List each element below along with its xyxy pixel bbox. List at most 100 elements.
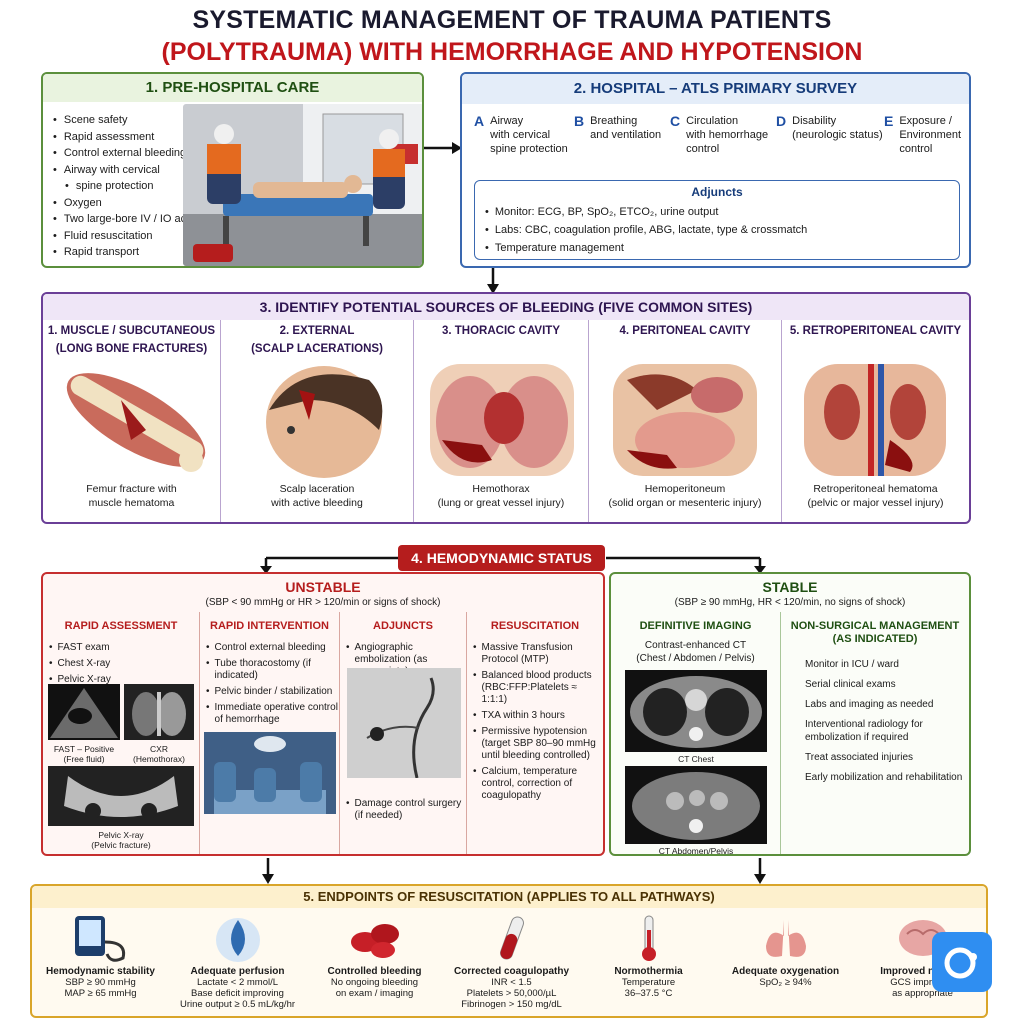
red-blood-cells-icon bbox=[350, 924, 399, 958]
ct-chest-image bbox=[625, 670, 767, 752]
list-item: Chest X-ray bbox=[49, 658, 199, 670]
caption-line: (Hemothorax) bbox=[133, 754, 185, 764]
endpoint-detail: Platelets > 50,000/µL bbox=[466, 988, 557, 999]
column-title: ADJUNCTS bbox=[373, 620, 433, 632]
endpoint-oxygenation: Adequate oxygenation SpO₂ ≥ 94% bbox=[717, 908, 854, 988]
adjuncts-column: ADJUNCTS Angiographic embolization (as a… bbox=[340, 612, 467, 854]
step-text: control bbox=[899, 143, 933, 155]
step-text: and ventilation bbox=[590, 129, 662, 141]
prehospital-header: 1. PRE-HOSPITAL CARE bbox=[43, 74, 422, 102]
list-item: Labs: CBC, coagulation profile, ABG, lac… bbox=[485, 221, 959, 239]
endpoint-detail: on exam / imaging bbox=[335, 988, 414, 999]
endpoint-detail: Urine output ≥ 0.5 mL/kg/hr bbox=[179, 999, 296, 1010]
caption-line: (pelvic or major vessel injury) bbox=[807, 497, 944, 509]
list-item: Balanced blood products (RBC:FFP:Platele… bbox=[473, 670, 603, 706]
non-surgical-column: NON-SURGICAL MANAGEMENT (AS INDICATED) M… bbox=[781, 612, 969, 854]
branch-arrows-icon bbox=[260, 556, 766, 574]
pelvic-xray-image bbox=[48, 766, 194, 826]
site-external: 2. EXTERNAL (SCALP LACERATIONS) Scalp la… bbox=[221, 320, 414, 522]
endpoint-detail: GCS improving bbox=[890, 977, 955, 988]
list-item: Tube thoracostomy (if indicated) bbox=[206, 658, 339, 682]
step-text: Circulation bbox=[686, 115, 739, 127]
adjuncts-box: Adjuncts Monitor: ECG, BP, SpO₂, ETCO₂, … bbox=[474, 180, 960, 260]
unstable-header: UNSTABLE bbox=[285, 579, 361, 595]
endpoint-detail: Lactate < 2 mmol/L bbox=[196, 977, 279, 988]
list-item: Permissive hypotension (target SBP 80–90… bbox=[473, 726, 603, 762]
step-text: (neurologic status) bbox=[792, 129, 883, 141]
list-item: Monitor: ECG, BP, SpO₂, ETCO₂, urine out… bbox=[485, 203, 959, 221]
endpoints-panel: 5. ENDPOINTS OF RESUSCITATION (APPLIES T… bbox=[30, 884, 988, 1018]
endpoint-name: Adequate perfusion bbox=[190, 966, 285, 977]
column-title: RESUSCITATION bbox=[490, 620, 580, 632]
list-item: TXA within 3 hours bbox=[473, 710, 603, 722]
lungs-icon bbox=[765, 920, 806, 957]
endpoint-detail: Fibrinogen > 150 mg/dL bbox=[461, 999, 562, 1010]
droplet-icon bbox=[215, 918, 260, 962]
list-item: Pelvic binder / stabilization bbox=[206, 686, 339, 698]
endpoint-detail: No ongoing bleeding bbox=[330, 977, 419, 988]
caption-line: (Free fluid) bbox=[63, 754, 105, 764]
unstable-criteria: (SBP < 90 mmHg or HR > 120/min or signs … bbox=[205, 597, 441, 608]
list-item: Rapid assessment bbox=[53, 129, 209, 146]
list-item: FAST exam bbox=[49, 642, 199, 654]
step-text: spine protection bbox=[490, 143, 568, 155]
step-text: with hemorrhage bbox=[686, 129, 769, 141]
column-title: NON-SURGICAL MANAGEMENT bbox=[790, 620, 960, 632]
caption-line: Pelvic X-ray bbox=[98, 830, 144, 840]
list-item: Control external bleeding bbox=[53, 145, 209, 162]
list-item: Early mobilization and rehabilitation bbox=[805, 772, 963, 783]
step-text: Disability bbox=[792, 115, 837, 127]
femur-fracture-icon bbox=[66, 373, 206, 472]
endpoint-detail: Base deficit improving bbox=[191, 988, 284, 999]
rapid-assessment-column: RAPID ASSESSMENT FAST exam Chest X-ray P… bbox=[43, 612, 200, 854]
list-item: Pelvic X-ray bbox=[49, 674, 199, 686]
imaging-description: Contrast-enhanced CT (Chest / Abdomen / … bbox=[611, 639, 780, 665]
caption-line: with active bleeding bbox=[271, 497, 363, 509]
operating-room-image bbox=[204, 732, 336, 814]
list-item: Treat associated injuries bbox=[805, 752, 914, 763]
prehospital-care-panel: 1. PRE-HOSPITAL CARE Scene safety Rapid … bbox=[41, 72, 424, 268]
list-item: Massive Transfusion Protocol (MTP) bbox=[473, 642, 603, 666]
fast-ultrasound-image bbox=[48, 684, 120, 740]
list-item: Two large-bore IV / IO access bbox=[53, 211, 209, 228]
endpoint-perfusion: Adequate perfusion Lactate < 2 mmol/L Ba… bbox=[169, 908, 306, 1010]
list-item: Fluid resuscitation bbox=[53, 228, 209, 245]
arrow-right-icon bbox=[424, 142, 462, 154]
resuscitation-list: Massive Transfusion Protocol (MTP) Balan… bbox=[473, 642, 603, 802]
adjuncts-list: Monitor: ECG, BP, SpO₂, ETCO₂, urine out… bbox=[485, 203, 959, 257]
endpoint-detail: MAP ≥ 65 mmHg bbox=[64, 988, 137, 999]
endpoint-name: Hemodynamic stability bbox=[46, 966, 155, 977]
endpoint-name: Improved neurolo bbox=[880, 966, 965, 977]
hemodynamic-status-banner: 4. HEMODYNAMIC STATUS bbox=[398, 545, 605, 571]
list-item: Serial clinical exams bbox=[805, 679, 896, 690]
arrow-down-icon bbox=[754, 858, 766, 884]
chest-xray-image bbox=[124, 684, 194, 740]
list-item-text: spine protection bbox=[75, 180, 154, 192]
unstable-pathway-panel: UNSTABLE (SBP < 90 mmHg or HR > 120/min … bbox=[41, 572, 605, 856]
corner-logo-badge[interactable] bbox=[932, 932, 992, 992]
ct-abdomen-caption: CT Abdomen/Pelvis bbox=[658, 846, 734, 856]
atls-header: 2. HOSPITAL – ATLS PRIMARY SURVEY bbox=[462, 74, 969, 104]
endpoint-bleeding: Controlled bleeding No ongoing bleeding … bbox=[306, 908, 443, 999]
list-item: Monitor in ICU / ward bbox=[805, 659, 899, 670]
description-line: Contrast-enhanced CT bbox=[644, 640, 747, 651]
hemothorax-icon bbox=[430, 364, 574, 476]
caption-line: (Pelvic fracture) bbox=[91, 840, 151, 850]
caption-line: FAST – Positive bbox=[53, 744, 115, 754]
step-text: Exposure / bbox=[899, 115, 952, 127]
retroperitoneal-hematoma-icon bbox=[804, 364, 946, 476]
definitive-imaging-column: DEFINITIVE IMAGING Contrast-enhanced CT … bbox=[611, 612, 781, 856]
ct-chest-caption: CT Chest bbox=[678, 754, 714, 764]
arrow-down-icon bbox=[262, 858, 274, 884]
blood-tube-icon bbox=[499, 916, 524, 960]
adjuncts-title: Adjuncts bbox=[691, 185, 743, 199]
list-item: Scene safety bbox=[53, 112, 209, 129]
column-title: RAPID ASSESSMENT bbox=[64, 620, 178, 632]
step-letter: B bbox=[574, 113, 585, 129]
endpoint-hemodynamic: Hemodynamic stability SBP ≥ 90 mmHg MAP … bbox=[32, 908, 169, 999]
site-retroperitoneal: 5. RETROPERITONEAL CAVITY Retroperitonea… bbox=[782, 320, 969, 522]
